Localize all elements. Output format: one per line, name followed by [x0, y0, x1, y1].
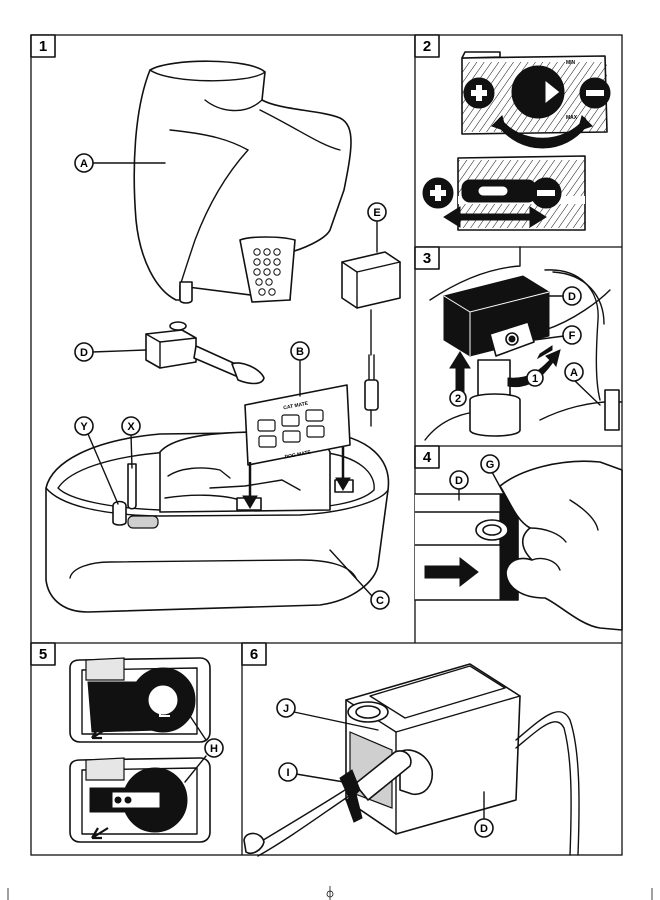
svg-text:J: J — [283, 703, 289, 715]
svg-text:4: 4 — [423, 449, 432, 466]
panel-2-drawing: MIN MAX — [422, 51, 611, 231]
panel-4-drawing: D G — [414, 454, 623, 631]
panel-5-drawing: H — [69, 657, 224, 843]
callout-D-p4: D — [449, 470, 469, 501]
callout-D-p1: D — [74, 342, 147, 362]
svg-text:5: 5 — [39, 646, 47, 663]
slide-arrow-icon — [443, 206, 547, 228]
svg-text:2: 2 — [455, 393, 461, 405]
svg-text:X: X — [127, 421, 135, 433]
svg-text:D: D — [480, 823, 488, 835]
panel-number-2: 2 — [414, 34, 440, 58]
base-tray — [45, 431, 390, 613]
svg-text:B: B — [296, 346, 304, 358]
callout-I-p6: I — [278, 762, 345, 783]
callout-Y-p1: Y — [74, 416, 119, 505]
svg-text:A: A — [80, 158, 88, 170]
panel-number-3: 3 — [414, 246, 440, 270]
svg-text:G: G — [486, 459, 495, 471]
filter-cartridge: CAT MATE DOG MATE — [242, 384, 351, 509]
minus-icon-top — [579, 77, 611, 109]
svg-text:MIN: MIN — [566, 60, 576, 66]
svg-text:D: D — [568, 291, 576, 303]
panel-3-drawing: 2 1 D F A — [424, 246, 623, 441]
callout-E-p1: E — [367, 202, 387, 253]
svg-text:DOG MATE: DOG MATE — [284, 449, 312, 460]
step-1-badge: 1 — [526, 369, 544, 387]
svg-text:1: 1 — [39, 38, 47, 55]
svg-text:D: D — [80, 347, 88, 359]
svg-text:6: 6 — [250, 646, 258, 663]
crop-marks — [7, 886, 653, 900]
svg-text:3: 3 — [423, 250, 431, 267]
svg-text:A: A — [570, 367, 578, 379]
callout-H-p5: H — [184, 715, 224, 783]
plus-icon-bottom — [422, 177, 454, 209]
fountain-body — [133, 60, 352, 304]
plus-icon-top — [463, 77, 495, 109]
callout-C-p1: C — [329, 549, 390, 610]
callout-A-p3: A — [564, 362, 601, 406]
callout-D-p6: D — [474, 791, 494, 838]
svg-text:MAX: MAX — [566, 115, 578, 121]
push-arrow-icon — [424, 556, 479, 588]
power-adapter — [341, 251, 401, 427]
panel-number-6: 6 — [241, 642, 267, 666]
callout-D-p3: D — [548, 286, 582, 306]
callout-J-p6: J — [276, 698, 379, 731]
callout-X-p1: X — [121, 416, 141, 469]
panel-number-1: 1 — [30, 34, 56, 58]
svg-text:C: C — [376, 595, 384, 607]
callout-G-p4: G — [480, 454, 506, 497]
panel-1-drawing: CAT MATE DOG MATE — [45, 60, 401, 613]
svg-text:I: I — [286, 767, 289, 779]
svg-text:2: 2 — [423, 38, 431, 55]
svg-text:CAT MATE: CAT MATE — [283, 401, 309, 412]
minus-icon-bottom — [530, 177, 562, 209]
svg-text:F: F — [569, 330, 576, 342]
panel-6-drawing: J I D — [243, 663, 580, 857]
panel-number-4: 4 — [414, 445, 440, 469]
svg-text:1: 1 — [532, 373, 538, 385]
svg-text:E: E — [373, 207, 380, 219]
callout-B-p1: B — [290, 341, 310, 397]
svg-text:H: H — [210, 743, 218, 755]
svg-text:D: D — [455, 475, 463, 487]
pump-small — [145, 321, 265, 385]
callout-F-p3: F — [533, 325, 582, 345]
svg-text:Y: Y — [80, 421, 88, 433]
panel-number-5: 5 — [30, 642, 56, 666]
step-2-badge: 2 — [449, 389, 467, 407]
callout-A-p1: A — [74, 153, 166, 173]
